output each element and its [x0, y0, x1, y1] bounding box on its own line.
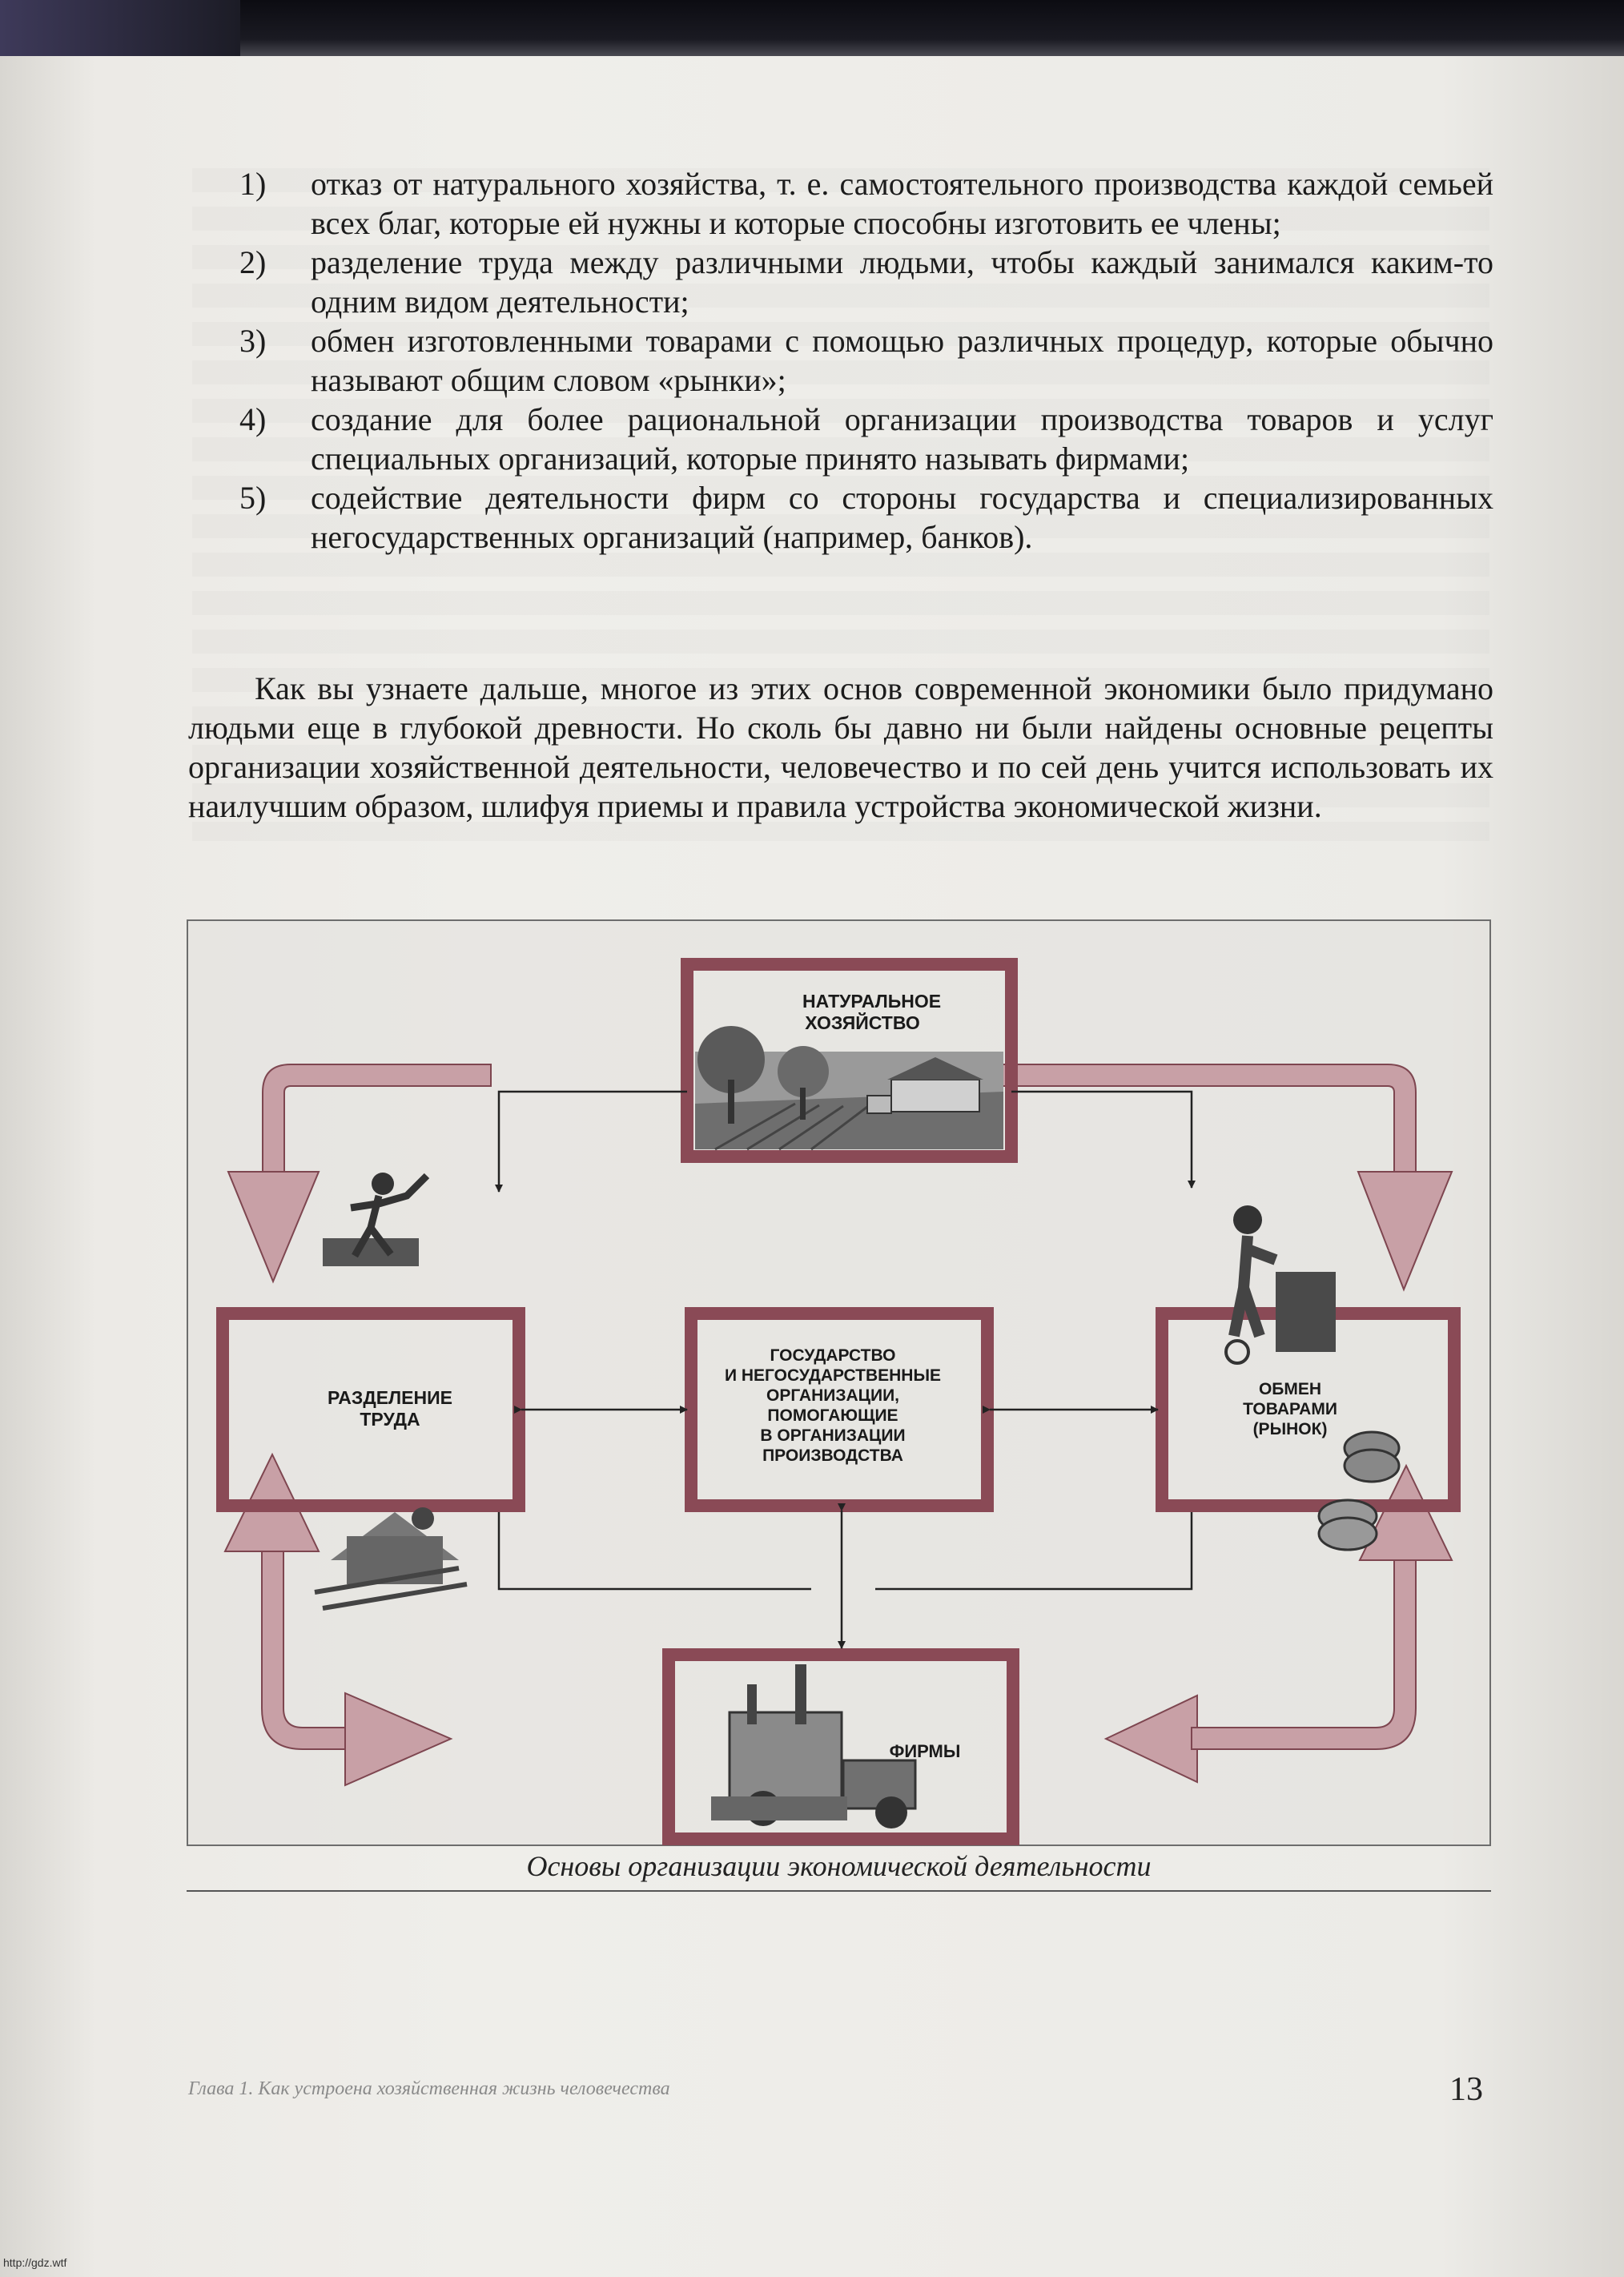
box-natural-economy — [681, 958, 1018, 1163]
label-firms: ФИРМЫ — [889, 1741, 961, 1761]
body-paragraph: Как вы узнаете дальше, многое из этих ос… — [188, 670, 1493, 824]
label-line: ТРУДА — [360, 1409, 420, 1430]
worker-illustration — [323, 1173, 430, 1266]
label-exchange-market: ОБМЕН ТОВАРАМИ (РЫНОК) — [1222, 1379, 1358, 1439]
list-number: 2) — [239, 244, 267, 280]
label-line: ГОСУДАРСТВО — [770, 1346, 896, 1365]
connector-left-firms — [497, 1512, 811, 1591]
factory-illustration — [711, 1664, 917, 1828]
list-text: обмен изготовленными товарами с помощью … — [311, 323, 1493, 398]
arrowhead-down-right — [1357, 1171, 1453, 1292]
caption-rule — [187, 1890, 1491, 1892]
list-text: разделение труда между различными людьми… — [311, 244, 1493, 320]
list-number: 1) — [239, 166, 267, 202]
connector-right-firms — [875, 1512, 1193, 1591]
label-line: В ОРГАНИЗАЦИИ — [760, 1426, 906, 1445]
arrowhead-right-firms — [344, 1692, 453, 1787]
arrowhead-up-right — [1358, 1463, 1453, 1561]
flow-band-bottom-left — [261, 1551, 356, 1750]
connector-top-right — [1011, 1090, 1196, 1189]
list-number: 4) — [239, 401, 267, 437]
label-line: ХОЗЯЙСТВО — [805, 1012, 920, 1033]
arrowhead-left-firms — [1103, 1694, 1198, 1784]
list-text: содействие деятельности фирм со стороны … — [311, 480, 1493, 555]
label-line: ОБМЕН — [1258, 1380, 1322, 1398]
list-text: создание для более рациональной организа… — [311, 401, 1493, 477]
craftsman-illustration — [314, 1507, 468, 1611]
economy-diagram — [216, 958, 1461, 1845]
list-item: 2) разделение труда между различными людь… — [239, 243, 1493, 321]
list-item: 5) содействие деятельности фирм со сторон… — [239, 478, 1493, 557]
farm-illustration — [695, 1026, 1003, 1151]
page-number: 13 — [1449, 2071, 1483, 2108]
bleed-through-area — [192, 168, 1489, 841]
watermark: http://gdz.wtf — [3, 2256, 67, 2269]
flow-band-bottom-right — [1191, 1559, 1417, 1750]
merchant-illustration — [1224, 1205, 1401, 1551]
arrowhead-down-left — [227, 1171, 320, 1284]
flow-band-top-right — [995, 1064, 1417, 1173]
running-head: Глава 1. Как устроена хозяйственная жизн… — [188, 2078, 670, 2099]
list-item: 1) отказ от натурального хозяйства, т. е.… — [239, 164, 1493, 243]
top-scan-edge — [0, 0, 1624, 56]
list-item: 3) обмен изготовленными товарами с помощь… — [239, 321, 1493, 400]
list-number: 5) — [239, 480, 267, 516]
label-line: (РЫНОК) — [1252, 1420, 1328, 1438]
label-line: И НЕГОСУДАРСТВЕННЫЕ — [724, 1366, 942, 1385]
label-natural-economy: НАТУРАЛЬНОЕ ХОЗЯЙСТВО — [802, 991, 942, 1034]
label-line: НАТУРАЛЬНОЕ — [802, 991, 942, 1012]
numbered-list: 1) отказ от натурального хозяйства, т. е.… — [239, 164, 1493, 557]
flow-arrows — [223, 1064, 1453, 1787]
label-government-orgs: ГОСУДАРСТВО И НЕГОСУДАРСТВЕННЫЕ ОРГАНИЗА… — [689, 1346, 977, 1466]
label-line: РАЗДЕЛЕНИЕ — [327, 1387, 453, 1408]
label-line: ТОВАРАМИ — [1243, 1400, 1337, 1418]
flow-band-top-left — [262, 1064, 492, 1173]
box-firms — [662, 1648, 1019, 1845]
connectors — [495, 1090, 1196, 1649]
label-line: ОРГАНИЗАЦИИ, — [766, 1386, 900, 1405]
scan-corner — [0, 0, 240, 56]
list-item: 4) создание для более рациональной органи… — [239, 400, 1493, 478]
list-text: отказ от натурального хозяйства, т. е. с… — [311, 166, 1493, 241]
list-number: 3) — [239, 323, 267, 359]
connector-top-left — [495, 1090, 687, 1193]
figure-caption: Основы организации экономической деятель… — [526, 1850, 1152, 1882]
label-line: ПРОИЗВОДСТВА — [762, 1446, 903, 1465]
label-division-of-labor: РАЗДЕЛЕНИЕ ТРУДА — [306, 1387, 474, 1430]
label-line: ПОМОГАЮЩИЕ — [767, 1406, 898, 1425]
